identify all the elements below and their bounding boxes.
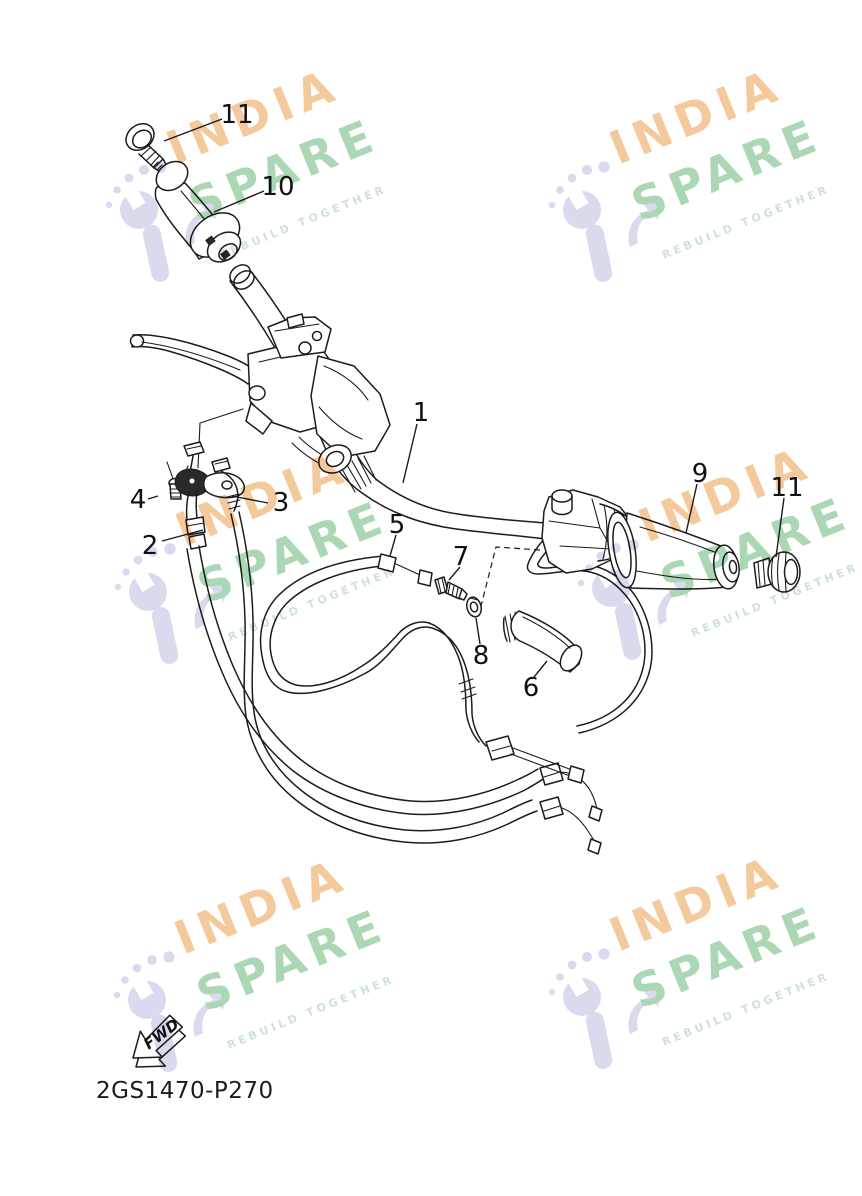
- callout-number: 2: [142, 531, 159, 561]
- callout-number: 8: [473, 641, 490, 671]
- callout-1: 1: [402, 398, 430, 484]
- callout-9: 9: [685, 459, 709, 534]
- callout-5: 5: [389, 510, 406, 557]
- callout-number: 6: [523, 673, 540, 703]
- callout-number: 1: [413, 398, 430, 428]
- callout-6: 6: [523, 660, 548, 703]
- leader-line: [448, 566, 461, 581]
- watermark-4: INDIA SPARE REBUILD TOGETHER: [113, 847, 397, 1072]
- dots-arc-icon: [113, 951, 175, 999]
- dots-arc-icon: [577, 539, 639, 587]
- boot-6-part: [502, 610, 583, 673]
- leader-line: [231, 495, 269, 504]
- wrench-icon: [129, 566, 179, 664]
- watermark-0: INDIA SPARE REBUILD TOGETHER: [105, 57, 389, 282]
- throttle-cable-5: [259, 553, 585, 784]
- wrench-icon: [563, 184, 613, 282]
- leader-line: [163, 118, 223, 142]
- callout-8: 8: [473, 617, 490, 671]
- callout-number: 11: [220, 100, 253, 130]
- brake-lever-assembly: [129, 313, 391, 474]
- leader-line: [389, 534, 397, 557]
- part-code: 2GS1470-P270: [96, 1078, 274, 1104]
- callout-number: 4: [130, 485, 147, 515]
- callout-2: 2: [142, 529, 204, 561]
- screw-7-part: [434, 576, 468, 601]
- callout-layer: 11 10 1 4 3 2 5 7 8 6 9 11: [130, 100, 804, 703]
- callout-3: 3: [231, 488, 290, 518]
- washer-8-part: [466, 596, 482, 618]
- leader-line: [775, 497, 785, 558]
- callout-7: 7: [448, 542, 470, 581]
- leader-line: [161, 529, 204, 542]
- callout-number: 7: [453, 542, 470, 572]
- wrench-icon: [592, 562, 642, 660]
- handlebar-part: [229, 264, 557, 541]
- leader-line: [213, 190, 265, 213]
- callout-11: 11: [770, 473, 804, 558]
- callout-4: 4: [130, 485, 159, 515]
- callout-number: 9: [692, 459, 709, 489]
- knurl-band: [341, 455, 377, 493]
- wrench-icon: [120, 184, 170, 282]
- watermark-3: INDIA SPARE REBUILD TOGETHER: [577, 435, 861, 660]
- callout-number: 11: [770, 473, 803, 503]
- swoosh-arrow-icon: [628, 200, 662, 247]
- swoosh-arrow-icon: [628, 987, 662, 1034]
- leader-line: [475, 617, 481, 645]
- throttle-housing-part: [541, 489, 631, 574]
- leader-line: [147, 495, 159, 500]
- wrench-icon: [563, 971, 613, 1069]
- watermark-5: INDIA SPARE REBUILD TOGETHER: [548, 844, 832, 1069]
- swoosh-arrow-icon: [657, 578, 691, 625]
- wrench-icon: [128, 974, 178, 1072]
- callout-number: 10: [261, 172, 294, 202]
- callout-10: 10: [213, 172, 295, 213]
- right-bar-end-part: [753, 551, 801, 593]
- switch-wire-cable: [230, 511, 602, 855]
- swoosh-arrow-icon: [185, 200, 219, 247]
- callout-number: 3: [273, 488, 290, 518]
- dots-arc-icon: [105, 161, 167, 209]
- callout-11: 11: [163, 100, 254, 142]
- right-grip-part: [607, 511, 740, 590]
- leader-line: [685, 483, 698, 534]
- dots-arc-icon: [548, 161, 610, 209]
- swoosh-arrow-icon: [194, 582, 228, 629]
- watermark-1: INDIA SPARE REBUILD TOGETHER: [548, 57, 832, 282]
- leader-line: [402, 423, 418, 484]
- dots-arc-icon: [548, 948, 610, 996]
- assembly-dash-line: [480, 546, 541, 607]
- leader-line: [533, 660, 548, 678]
- swoosh-arrow-icon: [193, 990, 227, 1037]
- callout-number: 5: [389, 510, 406, 540]
- dots-arc-icon: [114, 543, 176, 591]
